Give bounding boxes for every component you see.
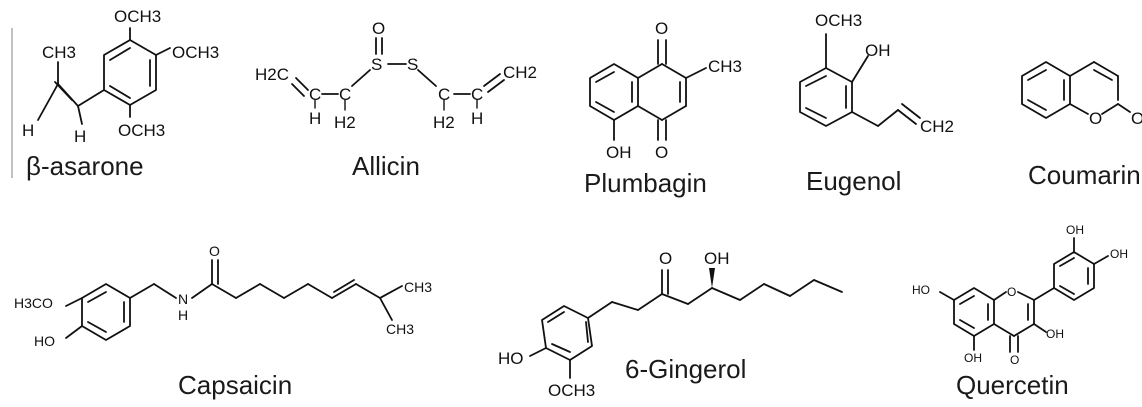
quercetin-name: Quercetin bbox=[956, 370, 1069, 400]
allicin-c1: C bbox=[309, 85, 321, 104]
allicin-c2: C bbox=[339, 85, 351, 104]
quercetin-oh-a5: OH bbox=[964, 351, 982, 365]
allicin-h2-left: H2 bbox=[334, 113, 356, 132]
asarone-och3-top: OCH3 bbox=[114, 7, 161, 26]
quercetin-o-carbonyl: O bbox=[1010, 353, 1019, 367]
capsaicin-ch3-top: CH3 bbox=[404, 279, 432, 295]
plumbagin-ch3: CH3 bbox=[708, 57, 742, 76]
allicin-h-left: H bbox=[309, 109, 321, 128]
capsaicin-ho: HO bbox=[34, 333, 55, 349]
plumbagin-bonds bbox=[589, 39, 707, 141]
allicin-h2-right: H2 bbox=[433, 113, 455, 132]
plumbagin-oh: OH bbox=[606, 143, 632, 162]
compound-gingerol: O OH HO OCH3 6-Gingerol bbox=[498, 249, 843, 400]
coumarin-o-carbonyl: O bbox=[1131, 109, 1142, 128]
gingerol-bonds bbox=[529, 269, 843, 379]
allicin-name: Allicin bbox=[352, 151, 420, 181]
quercetin-oh-b2: OH bbox=[1110, 247, 1128, 261]
asarone-och3-right: OCH3 bbox=[172, 43, 219, 62]
capsaicin-h: H bbox=[178, 307, 188, 323]
eugenol-ch2: CH2 bbox=[920, 117, 954, 136]
compound-eugenol: OCH3 OH CH2 Eugenol bbox=[799, 11, 954, 196]
quercetin-o-ring: O bbox=[1007, 285, 1016, 299]
asarone-h-bottom: H bbox=[74, 127, 86, 146]
gingerol-ho: HO bbox=[498, 349, 524, 368]
asarone-h-left: H bbox=[22, 121, 34, 140]
gingerol-o: O bbox=[659, 249, 672, 268]
capsaicin-name: Capsaicin bbox=[178, 370, 292, 400]
gingerol-och3: OCH3 bbox=[548, 381, 595, 400]
plumbagin-o-bottom: O bbox=[655, 143, 668, 162]
capsaicin-o: O bbox=[209, 243, 220, 259]
asarone-ch3: CH3 bbox=[42, 43, 76, 62]
gingerol-oh: OH bbox=[704, 249, 730, 268]
allicin-ch2: CH2 bbox=[503, 63, 537, 82]
capsaicin-ch3-bottom: CH3 bbox=[386, 321, 414, 337]
quercetin-bonds bbox=[939, 237, 1109, 353]
compound-quercetin: HO O OH OH OH OH O Quercetin bbox=[912, 223, 1128, 400]
quercetin-oh-b1: OH bbox=[1066, 223, 1084, 237]
asarone-och3-bottom: OCH3 bbox=[118, 121, 165, 140]
quercetin-ho-left: HO bbox=[912, 283, 930, 297]
compound-capsaicin: H3CO HO N H O CH3 CH3 Capsaicin bbox=[14, 243, 432, 400]
allicin-h2c: H2C bbox=[255, 65, 289, 84]
plumbagin-name: Plumbagin bbox=[584, 168, 707, 198]
gingerol-name: 6-Gingerol bbox=[625, 354, 746, 384]
compound-plumbagin: O O OH CH3 Plumbagin bbox=[584, 19, 742, 198]
compound-asarone: OCH3 OCH3 OCH3 CH3 H H β-asarone bbox=[22, 7, 219, 181]
allicin-c3: C bbox=[438, 85, 450, 104]
asarone-bonds bbox=[37, 27, 171, 125]
allicin-s1: S bbox=[371, 55, 382, 74]
asarone-name: β-asarone bbox=[26, 151, 144, 181]
capsaicin-bonds bbox=[65, 259, 403, 341]
quercetin-oh-c3: OH bbox=[1046, 327, 1064, 341]
compound-coumarin: O O Coumarin bbox=[1021, 61, 1142, 190]
capsaicin-h3co: H3CO bbox=[14, 295, 53, 311]
eugenol-och3: OCH3 bbox=[815, 11, 862, 30]
allicin-h-right: H bbox=[471, 109, 483, 128]
gingerol-stereo-wedge bbox=[709, 268, 715, 288]
eugenol-oh: OH bbox=[865, 41, 891, 60]
allicin-bonds bbox=[291, 37, 505, 111]
allicin-c4: C bbox=[471, 85, 483, 104]
coumarin-o-ring: O bbox=[1089, 109, 1102, 128]
allicin-s2: S bbox=[407, 55, 418, 74]
coumarin-bonds bbox=[1021, 61, 1131, 119]
eugenol-bonds bbox=[799, 33, 921, 127]
plumbagin-o-top: O bbox=[655, 19, 668, 38]
eugenol-name: Eugenol bbox=[806, 166, 901, 196]
compound-allicin: H2C C H C H2 S O S C H2 C H CH2 Allicin bbox=[255, 19, 537, 181]
coumarin-name: Coumarin bbox=[1028, 160, 1141, 190]
allicin-o: O bbox=[372, 19, 385, 38]
capsaicin-n: N bbox=[178, 291, 188, 307]
